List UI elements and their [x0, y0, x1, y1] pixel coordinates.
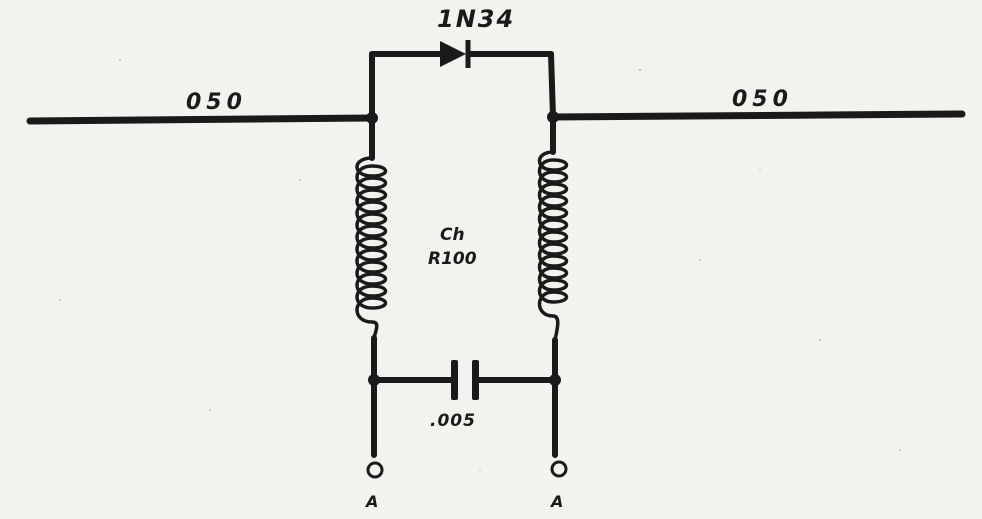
left-transmission-line — [26, 114, 376, 125]
diode-symbol — [440, 40, 471, 68]
capacitor-label: .005 — [430, 411, 476, 431]
junction-dot-bottom-left — [368, 374, 380, 386]
capacitor-branch — [371, 360, 558, 400]
left-terminal — [366, 461, 384, 479]
right-terminal-label: A — [549, 492, 563, 511]
paper-texture — [59, 59, 901, 471]
right-choke — [537, 114, 569, 458]
choke-label-line2: R100 — [428, 249, 477, 269]
capacitor-symbol — [451, 360, 479, 400]
right-line-label: 050 — [732, 87, 793, 112]
diode-label: 1N34 — [437, 5, 515, 33]
right-transmission-line — [549, 110, 966, 121]
diode-branch — [369, 40, 556, 121]
junction-dot-bottom-right — [549, 374, 561, 386]
left-line-label: 050 — [186, 90, 247, 115]
right-terminal — [550, 460, 568, 478]
left-choke — [355, 115, 388, 458]
left-terminal-label: A — [364, 492, 378, 511]
choke-label-line1: Ch — [440, 225, 465, 245]
